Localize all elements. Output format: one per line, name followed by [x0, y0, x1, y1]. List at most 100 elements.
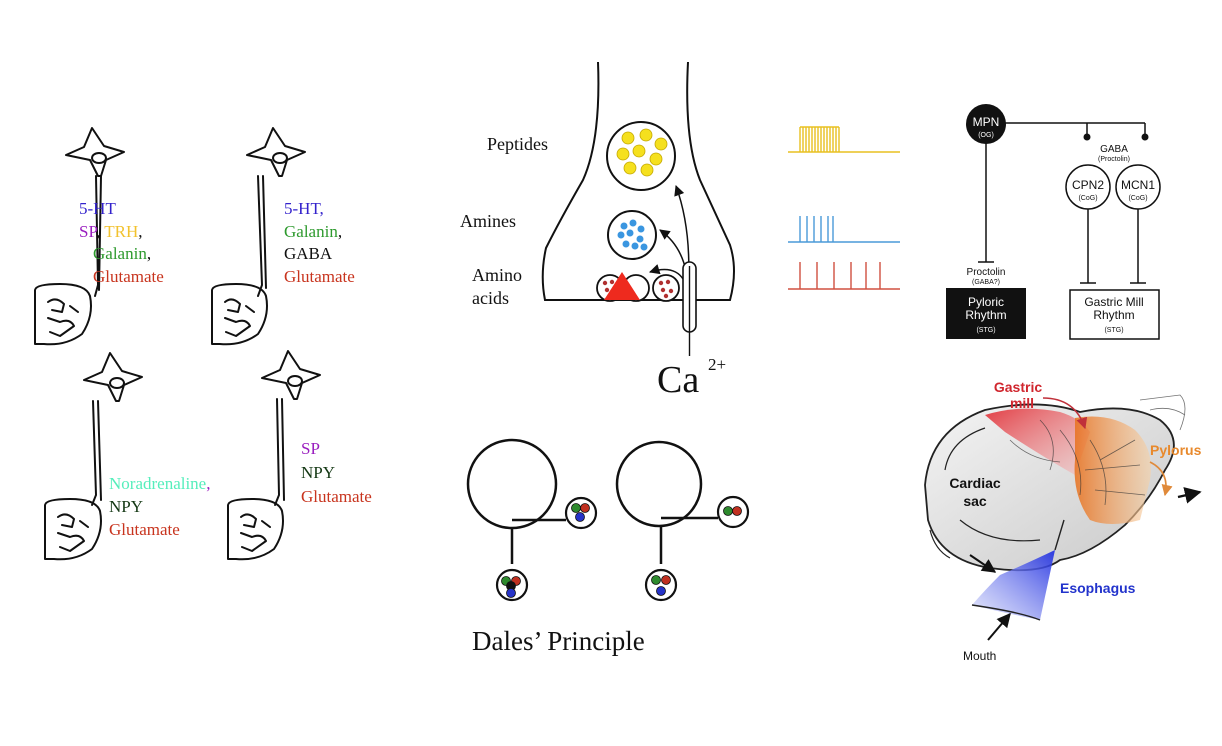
dot-green [723, 506, 733, 516]
mcn1-label: MCN1 [1121, 178, 1155, 192]
n1-galanin: Galanin [93, 244, 147, 263]
proctolin-sublabel: (GABA?) [972, 279, 1000, 286]
amino-dot [663, 293, 669, 299]
mpn-node [966, 104, 1006, 144]
pylorus-arrow [1149, 461, 1173, 497]
gastric-mill-region [985, 408, 1090, 475]
n3-line2: NPY [109, 497, 143, 516]
pyloric-label-1: Pyloric [968, 295, 1004, 309]
n1-line3: Galanin, [93, 244, 151, 263]
circuit-panel [978, 122, 1146, 284]
n2-line2: Galanin, [284, 222, 342, 241]
pyloric-label-2: Rhythm [965, 308, 1006, 322]
peptide-dot [639, 128, 653, 142]
neuron-panel [34, 127, 321, 561]
label-calcium: Ca [657, 359, 699, 401]
gastric-label-1: Gastric Mill [1084, 295, 1143, 309]
n1-line1: 5-HT [79, 199, 116, 218]
neuron-4-nucleus [287, 375, 303, 387]
neuron-1 [34, 127, 125, 346]
mpn-sublabel: (OG) [978, 132, 994, 139]
pylorus-region [1074, 416, 1151, 524]
dales-panel [466, 438, 750, 602]
esophagus-region [972, 550, 1055, 620]
neuron-3-nucleus [109, 377, 125, 389]
n3-line3: Glutamate [109, 520, 180, 539]
neuron-2-spinal-cord [211, 283, 268, 346]
neuron-3-axon [91, 400, 102, 506]
dales-cell-1-body [466, 438, 558, 530]
neuron-3-spinal-cord [44, 498, 102, 561]
neuron-labels: 5-HT SP, TRH, Galanin, Glutamate 5-HT, G… [79, 199, 372, 539]
amino-dot [660, 287, 666, 293]
esophagus-arrow [969, 554, 997, 573]
n2-line1: 5-HT, [284, 199, 324, 218]
proctolin-label: Proctolin [967, 267, 1006, 278]
n3-line1: Noradrenaline, [109, 474, 210, 493]
n1-trh: TRH [104, 222, 138, 241]
gaba-synapse-dot-right [1141, 133, 1149, 141]
neuron-4-spinal-cord [227, 498, 284, 561]
n2-galanin: Galanin [284, 222, 338, 241]
cpn2-node [1065, 164, 1111, 210]
mpn-label: MPN [973, 115, 1000, 129]
amine-dot [636, 235, 644, 243]
amine-dot [640, 243, 648, 251]
label-amines: Amines [460, 211, 516, 231]
neuron-4-soma [261, 350, 321, 400]
n1-comma: , [138, 222, 142, 241]
trace-amine-spikes [799, 216, 834, 242]
neuron-4 [227, 350, 321, 561]
n1-sep: , [96, 222, 104, 241]
pyloric-sublabel: (STG) [976, 327, 995, 334]
peptide-dot [621, 131, 635, 145]
trace-amino-spikes [799, 262, 881, 289]
firing-traces [788, 126, 900, 290]
n1-sp: SP [79, 222, 97, 241]
mcn1-sublabel: (CoG) [1128, 195, 1147, 202]
label-acids: acids [472, 288, 509, 308]
stomach-panel: Gastric mill Pylorus Cardiac sac Esophag… [924, 379, 1202, 663]
gastric-mill-arrow [1042, 397, 1088, 430]
peptide-dot [649, 152, 663, 166]
label-esophagus: Esophagus [1060, 580, 1136, 596]
cpn2-sublabel: (CoG) [1078, 195, 1097, 202]
peptide-dot [623, 161, 637, 175]
neuron-2-nucleus [272, 152, 288, 164]
n4-line1: SP [301, 439, 320, 458]
dot-green [571, 503, 581, 513]
label-cardiac: Cardiac [949, 475, 1001, 491]
gaba-sublabel: (Proctolin) [1098, 156, 1130, 163]
n3-noradrenaline: Noradrenaline [109, 474, 206, 493]
dot-green [651, 575, 661, 585]
label-mill: mill [1010, 395, 1034, 411]
amine-dot [617, 231, 625, 239]
gastric-box [1069, 289, 1160, 340]
amino-dot [665, 279, 671, 285]
dales-cell-1-axon [510, 518, 566, 564]
amine-dot [629, 219, 637, 227]
dales-cell-2-body [615, 440, 703, 528]
stomach-fold [971, 519, 1065, 621]
amino-dot [658, 280, 664, 286]
neuron-1-axon [94, 175, 102, 297]
neuron-2-axon [257, 175, 267, 297]
dot-red [732, 506, 742, 516]
amino-dot [604, 287, 610, 293]
gaba-label: GABA [1100, 144, 1128, 155]
n2-line3: GABA [284, 244, 333, 263]
n1-galanin-comma: , [147, 244, 151, 263]
n1-line4: Glutamate [93, 267, 164, 286]
trace-peptide [788, 126, 900, 153]
pyloric-box [946, 288, 1026, 339]
dot-blue [575, 512, 585, 522]
neuron-1-soma [65, 127, 125, 177]
label-calcium-charge: 2+ [708, 355, 726, 374]
trace-amino [788, 262, 900, 290]
amine-dot [626, 229, 634, 237]
amino-dot [609, 279, 615, 285]
dot-blue [506, 588, 516, 598]
mouth-arrow [987, 612, 1011, 641]
gaba-synapse-dot-left [1083, 133, 1091, 141]
